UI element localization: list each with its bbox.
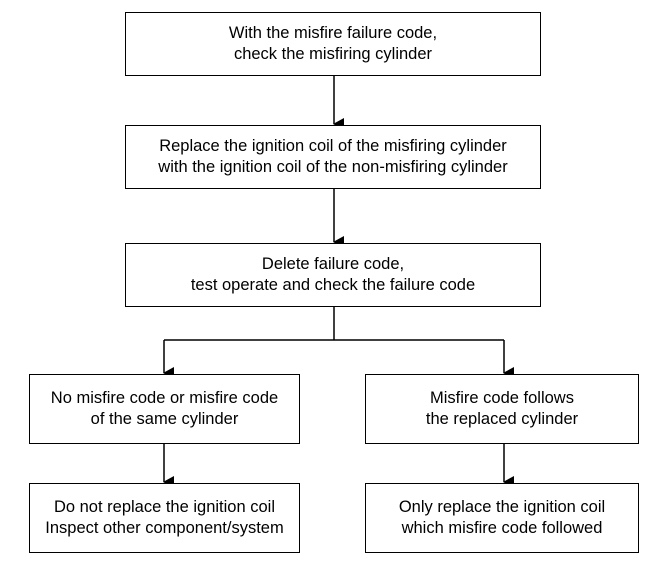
step1-box: With the misfire failure code, check the… <box>125 12 541 76</box>
left-condition-box: No misfire code or misfire code of the s… <box>29 374 300 444</box>
right-action-box: Only replace the ignition coil which mis… <box>365 483 639 553</box>
right-condition-box: Misfire code follows the replaced cylind… <box>365 374 639 444</box>
step2-text: Replace the ignition coil of the misfiri… <box>158 137 508 176</box>
left-action-box: Do not replace the ignition coil Inspect… <box>29 483 300 553</box>
right-action-text: Only replace the ignition coil which mis… <box>398 498 606 537</box>
step1-text: With the misfire failure code, check the… <box>228 24 438 63</box>
left-condition-text: No misfire code or misfire code of the s… <box>50 389 279 428</box>
step2-box: Replace the ignition coil of the misfiri… <box>125 125 541 189</box>
step3-text: Delete failure code, test operate and ch… <box>190 255 476 294</box>
step3-box: Delete failure code, test operate and ch… <box>125 243 541 307</box>
left-action-text: Do not replace the ignition coil Inspect… <box>45 498 284 537</box>
right-condition-text: Misfire code follows the replaced cylind… <box>425 389 579 428</box>
